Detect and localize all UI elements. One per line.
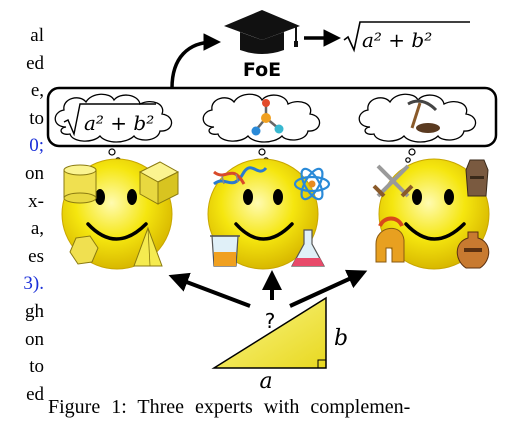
left-line: e, (30, 80, 44, 102)
amphora-icon (456, 231, 490, 269)
left-line: to (29, 356, 44, 378)
arrow-to-foe (170, 33, 221, 89)
expert-history (372, 158, 490, 270)
flask-icon (290, 229, 326, 267)
molecule-icon (251, 99, 284, 136)
graduation-cap-icon (224, 10, 300, 54)
hexagon-icon (69, 235, 99, 265)
cube-icon (138, 161, 180, 205)
arrow-to-expert-geometry (168, 272, 251, 308)
triangle-side-b: b (334, 326, 348, 351)
thought-cloud-formula: a² + b² (54, 93, 173, 143)
left-line: ed (26, 52, 44, 74)
arrow-to-expert-history (289, 269, 368, 308)
left-line: on (25, 328, 44, 350)
atom-icon (293, 167, 331, 201)
left-line: on (25, 162, 44, 184)
output-formula-text: a² + b² (362, 28, 432, 52)
bubble-formula-text: a² + b² (84, 111, 154, 135)
thought-cloud-molecule (202, 93, 321, 143)
triangle-side-a: a (259, 369, 272, 394)
left-line-citation[interactable]: 3). (23, 273, 44, 295)
dna-icon (213, 166, 268, 186)
left-line: ed (26, 383, 44, 405)
figure-caption: Figure 1: Three experts with complemen- (48, 396, 411, 418)
right-triangle (211, 296, 327, 369)
expert-science (207, 158, 331, 270)
pyramid-icon (133, 226, 163, 267)
cylinder-icon (63, 164, 97, 204)
foe-label: FoE (243, 59, 281, 81)
left-line-citation[interactable]: 0; (29, 135, 44, 157)
output-formula: a² + b² (343, 21, 470, 53)
left-line: al (30, 25, 44, 46)
moai-statue-icon (465, 159, 489, 197)
left-column-text: al ed e, to 0; on x- a, es 3). gh on to … (0, 22, 44, 408)
question-mark: ? (265, 309, 276, 333)
pickaxe-icon (407, 99, 440, 133)
left-line: a, (30, 218, 44, 240)
crossed-swords-icon (372, 164, 414, 198)
left-line: to (29, 107, 44, 129)
beaker-icon (210, 235, 240, 267)
left-line: x- (28, 190, 44, 212)
expert-geometry (61, 158, 180, 270)
spartan-helmet-icon (375, 216, 405, 263)
left-line: gh (25, 300, 44, 322)
left-line: es (28, 245, 44, 267)
thought-cloud-pickaxe (358, 93, 477, 143)
